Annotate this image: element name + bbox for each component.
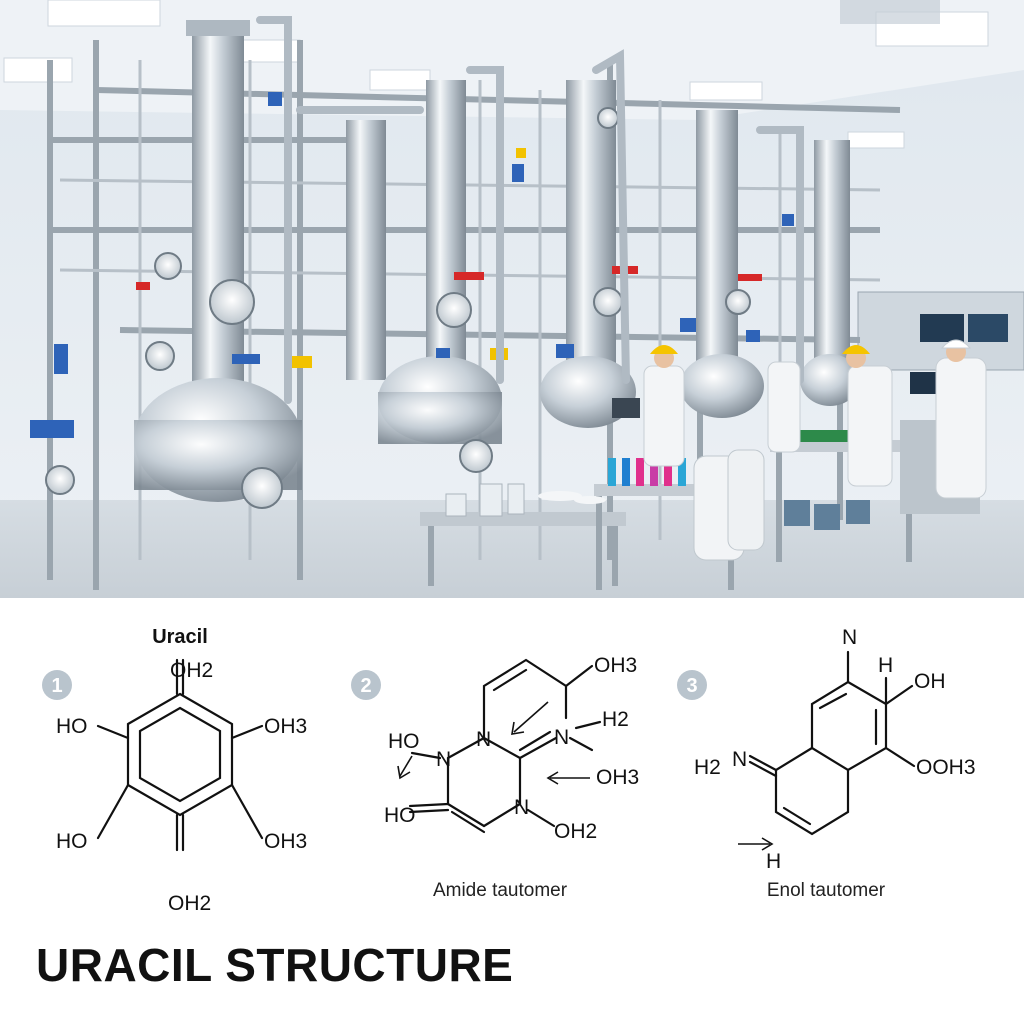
group-lower-right-oh3: OH3 bbox=[264, 830, 307, 853]
naphthalene-ring bbox=[748, 650, 916, 836]
badge-3 bbox=[677, 670, 707, 700]
group-ooh3: OOH3 bbox=[916, 756, 976, 779]
reactor-tanks bbox=[134, 354, 860, 502]
atom-h-top: H bbox=[878, 654, 893, 677]
group-oh: OH bbox=[914, 670, 946, 693]
atom-h-bottom: H bbox=[766, 850, 781, 873]
group-top-oh2: OH2 bbox=[170, 659, 213, 682]
colored-valves bbox=[30, 92, 794, 438]
reaction-arrows-3 bbox=[738, 837, 774, 851]
group-h2: H2 bbox=[694, 756, 721, 779]
group-oh2-bottom: OH2 bbox=[554, 820, 597, 843]
group-h2: H2 bbox=[602, 708, 629, 731]
structure-1: 1 Uracil OH2 HO OH3 HO OH3 OH2 bbox=[42, 626, 307, 915]
structure-3: 3 N H OH OOH3 H2 N H Enol tautomer bbox=[677, 626, 976, 901]
group-oh3-top: OH3 bbox=[594, 654, 637, 677]
distillation-columns bbox=[186, 20, 850, 400]
badge-2 bbox=[351, 670, 381, 700]
group-ho-left: HO bbox=[388, 730, 420, 753]
reaction-arrows-2 bbox=[397, 701, 590, 785]
badge-1 bbox=[42, 670, 72, 700]
caption-amide-tautomer: Amide tautomer bbox=[433, 880, 568, 901]
group-upper-left-ho: HO bbox=[56, 715, 88, 738]
badge-2-number: 2 bbox=[360, 675, 371, 697]
structure-1-label: Uracil bbox=[152, 626, 208, 648]
atom-n-right: N bbox=[554, 726, 569, 749]
atom-n-bottom: N bbox=[514, 796, 529, 819]
atom-n-left: N bbox=[436, 748, 451, 771]
group-bottom-oh2: OH2 bbox=[168, 892, 211, 915]
group-ho-bottom: HO bbox=[384, 804, 416, 827]
lab-photo bbox=[0, 0, 1024, 598]
bicyclic-ring bbox=[408, 658, 602, 834]
atom-n-top: N bbox=[842, 626, 857, 649]
molecule-diagrams: 1 Uracil OH2 HO OH3 HO OH3 OH2 2 bbox=[42, 626, 976, 915]
atom-n-center: N bbox=[476, 728, 491, 751]
structure-2: 2 OH3 bbox=[351, 654, 639, 901]
caption-enol-tautomer: Enol tautomer bbox=[767, 880, 886, 901]
lab-workers bbox=[643, 339, 987, 499]
group-oh3-right: OH3 bbox=[596, 766, 639, 789]
page-title: URACIL STRUCTURE bbox=[36, 939, 514, 991]
group-upper-right-oh3: OH3 bbox=[264, 715, 307, 738]
badge-1-number: 1 bbox=[51, 675, 62, 697]
group-lower-left-ho: HO bbox=[56, 830, 88, 853]
badge-3-number: 3 bbox=[686, 675, 697, 697]
atom-n-left: N bbox=[732, 748, 747, 771]
pressure-gauges bbox=[45, 107, 751, 509]
hexagon-ring bbox=[96, 658, 264, 852]
